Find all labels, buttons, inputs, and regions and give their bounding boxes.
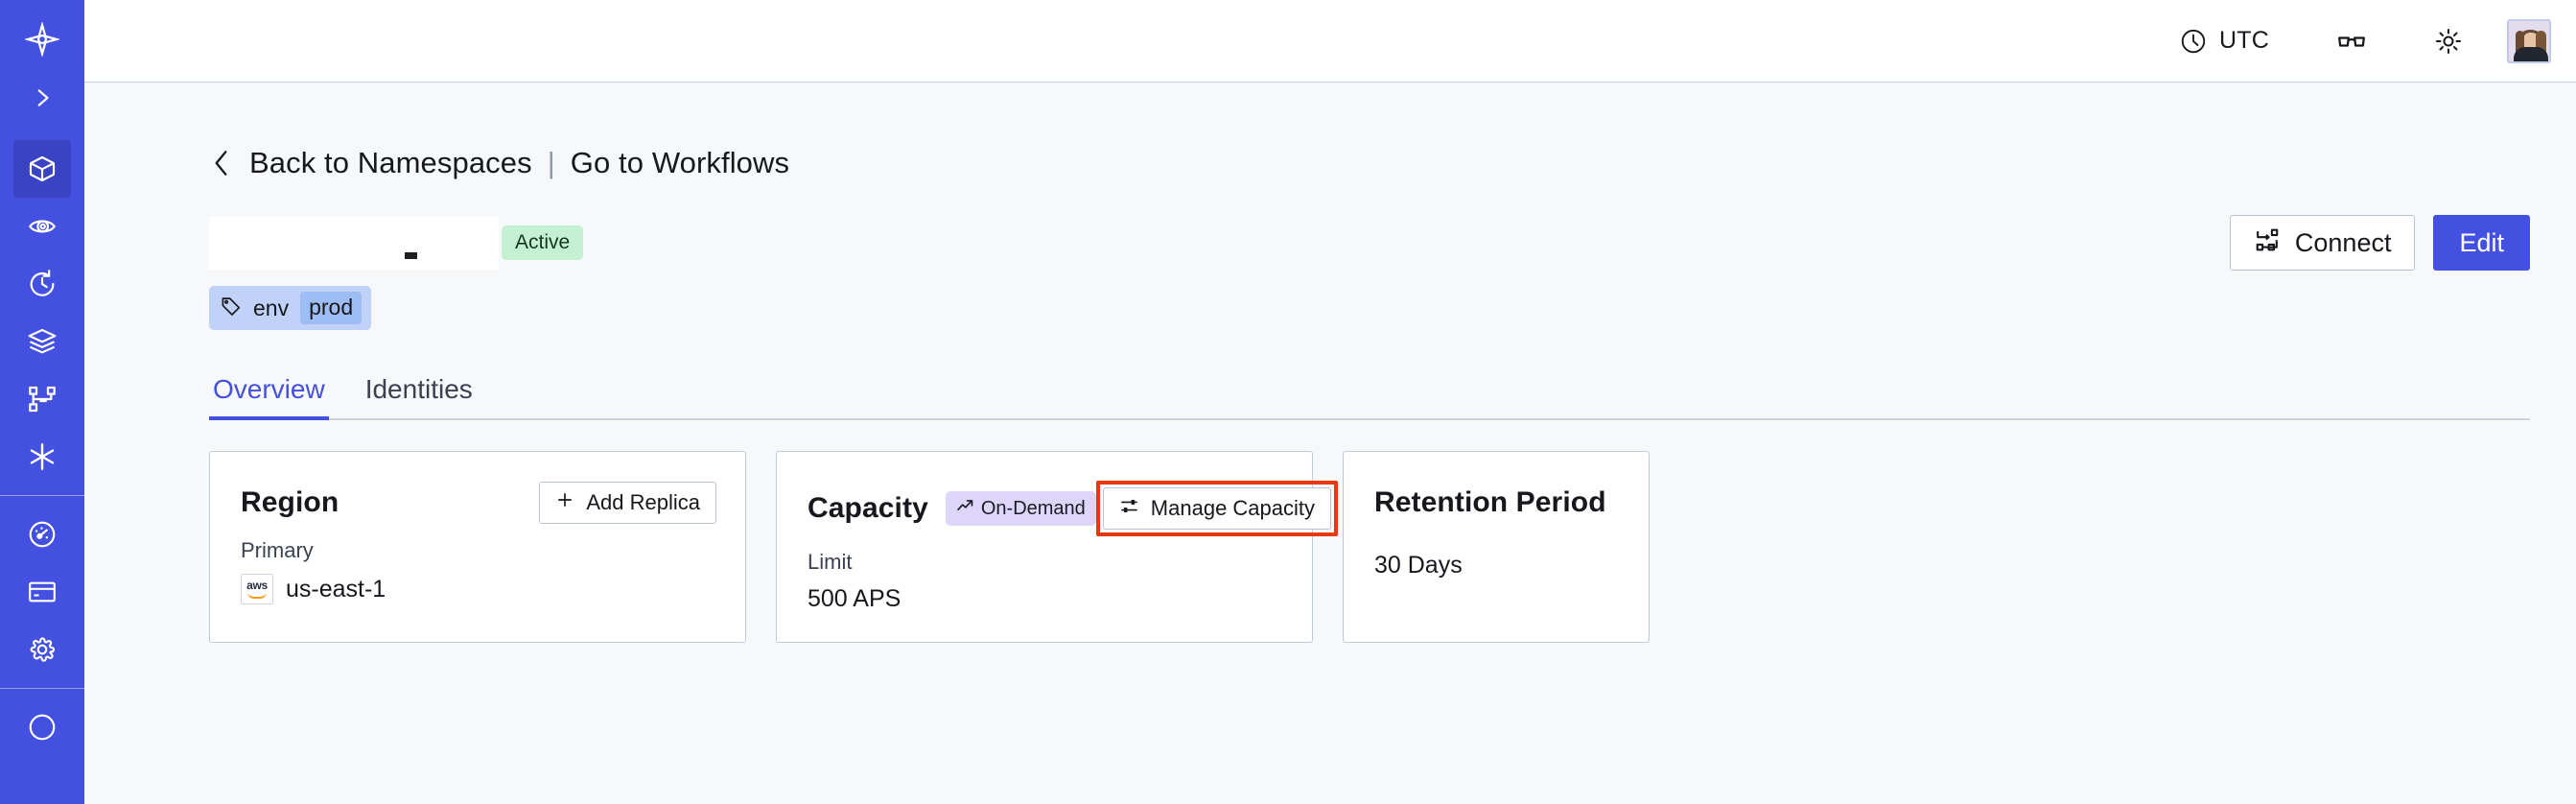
gauge-icon (27, 519, 58, 550)
manage-capacity-button[interactable]: Manage Capacity (1102, 487, 1332, 530)
credit-card-icon (27, 577, 58, 607)
top-bar: UTC (84, 0, 2576, 83)
theme-toggle-button[interactable] (2424, 21, 2472, 61)
retention-value: 30 Days (1374, 552, 1463, 579)
asterisk-icon (26, 440, 59, 473)
eye-icon (27, 211, 58, 242)
sliders-icon (1119, 496, 1139, 522)
timezone-label: UTC (2219, 27, 2269, 54)
tab-overview[interactable]: Overview (209, 374, 329, 420)
sidebar (0, 0, 84, 804)
capacity-limit-label: Limit (808, 550, 853, 574)
add-replica-button[interactable]: Add Replica (539, 482, 716, 524)
sidebar-item-usage[interactable] (13, 506, 71, 563)
region-primary-label: Primary (241, 538, 314, 562)
region-card-title: Region (241, 486, 340, 518)
region-card-action: Add Replica (539, 482, 716, 524)
namespace-title-redacted (209, 216, 499, 270)
help-icon (27, 712, 58, 743)
capacity-limit-value: 500 APS (808, 585, 902, 612)
main-column: UTC (84, 0, 2576, 804)
tag-icon (221, 296, 242, 320)
capacity-card-action: Manage Capacity (1095, 481, 1339, 536)
content-area: Back to Namespaces | Go to Workflows Act… (84, 83, 2576, 804)
sidebar-item-expand[interactable] (13, 69, 71, 127)
accessibility-button[interactable] (2327, 20, 2377, 62)
sidebar-item-nexus[interactable] (13, 428, 71, 485)
region-card: Region Add Replica (209, 451, 746, 643)
retention-card: Retention Period 30 Days (1343, 451, 1650, 643)
connect-icon (2254, 226, 2281, 260)
avatar-hair-left (2516, 30, 2524, 57)
tag-value: prod (300, 292, 363, 324)
chevron-left-icon[interactable] (209, 147, 234, 179)
sidebar-item-help[interactable] (13, 698, 71, 756)
overview-cards: Region Add Replica (209, 451, 2530, 643)
avatar[interactable] (2507, 18, 2551, 63)
sidebar-divider-2 (0, 688, 84, 689)
top-bar-actions: UTC (2169, 18, 2551, 63)
temporal-logo-icon (25, 22, 59, 57)
sidebar-item-workflows[interactable] (13, 370, 71, 428)
tag-key: env (253, 295, 290, 320)
sidebar-item-schedules[interactable] (13, 255, 71, 313)
timezone-button[interactable]: UTC (2169, 21, 2279, 61)
add-replica-label: Add Replica (586, 490, 700, 514)
status-badge: Active (502, 225, 584, 260)
go-to-workflows-link[interactable]: Go to Workflows (570, 146, 790, 179)
header-actions: Connect Edit (2229, 215, 2530, 271)
edit-label: Edit (2459, 227, 2504, 257)
region-card-header: Region Add Replica (241, 481, 716, 525)
region-value-row: aws us-east-1 (241, 574, 716, 604)
sidebar-item-layers[interactable] (13, 313, 71, 370)
connect-label: Connect (2294, 227, 2392, 257)
manage-capacity-label: Manage Capacity (1150, 496, 1316, 520)
back-to-namespaces-link[interactable]: Back to Namespaces (249, 146, 532, 179)
manage-capacity-highlight: Manage Capacity (1095, 481, 1339, 536)
retention-card-title: Retention Period (1374, 486, 1606, 518)
tag-row: env prod (209, 286, 2530, 330)
page-title-row: Active (209, 213, 2530, 272)
sidebar-divider-1 (0, 495, 84, 496)
tab-bar: Overview Identities (209, 374, 2530, 420)
sun-icon (2434, 27, 2463, 56)
avatar-hair-right (2536, 30, 2546, 59)
avatar-body (2514, 46, 2548, 61)
aws-logo-icon: aws (241, 574, 273, 604)
sidebar-item-namespaces[interactable] (13, 140, 71, 198)
sidebar-item-logo[interactable] (13, 10, 71, 69)
capacity-card: Capacity On-Demand (776, 451, 1339, 643)
namespace-tag[interactable]: env prod (209, 286, 372, 330)
edit-button[interactable]: Edit (2433, 215, 2530, 271)
sidebar-item-billing[interactable] (13, 563, 71, 621)
glasses-icon (2336, 26, 2367, 57)
namespace-title-glyph (405, 251, 417, 259)
layers-icon (27, 326, 58, 357)
breadcrumb-separator: | (547, 146, 555, 179)
capacity-card-title: Capacity (808, 492, 928, 524)
chevron-right-icon (30, 85, 55, 110)
clock-icon (2179, 27, 2208, 56)
capacity-mode-badge: On-Demand (945, 491, 1096, 526)
clock-arrow-icon (27, 269, 58, 299)
trend-up-icon (956, 497, 974, 519)
cube-icon (27, 154, 58, 184)
sidebar-item-settings[interactable] (13, 621, 71, 678)
breadcrumb: Back to Namespaces | Go to Workflows (209, 146, 2530, 180)
capacity-card-header: Capacity On-Demand (808, 481, 1339, 536)
sidebar-item-observability[interactable] (13, 198, 71, 255)
region-value: us-east-1 (286, 575, 386, 603)
connect-button[interactable]: Connect (2229, 215, 2416, 271)
capacity-mode-label: On-Demand (980, 497, 1086, 519)
sitemap-icon (27, 384, 58, 414)
tab-identities[interactable]: Identities (364, 374, 473, 404)
plus-icon (555, 490, 574, 515)
retention-card-header: Retention Period (1374, 481, 1620, 525)
gear-icon (27, 634, 58, 665)
